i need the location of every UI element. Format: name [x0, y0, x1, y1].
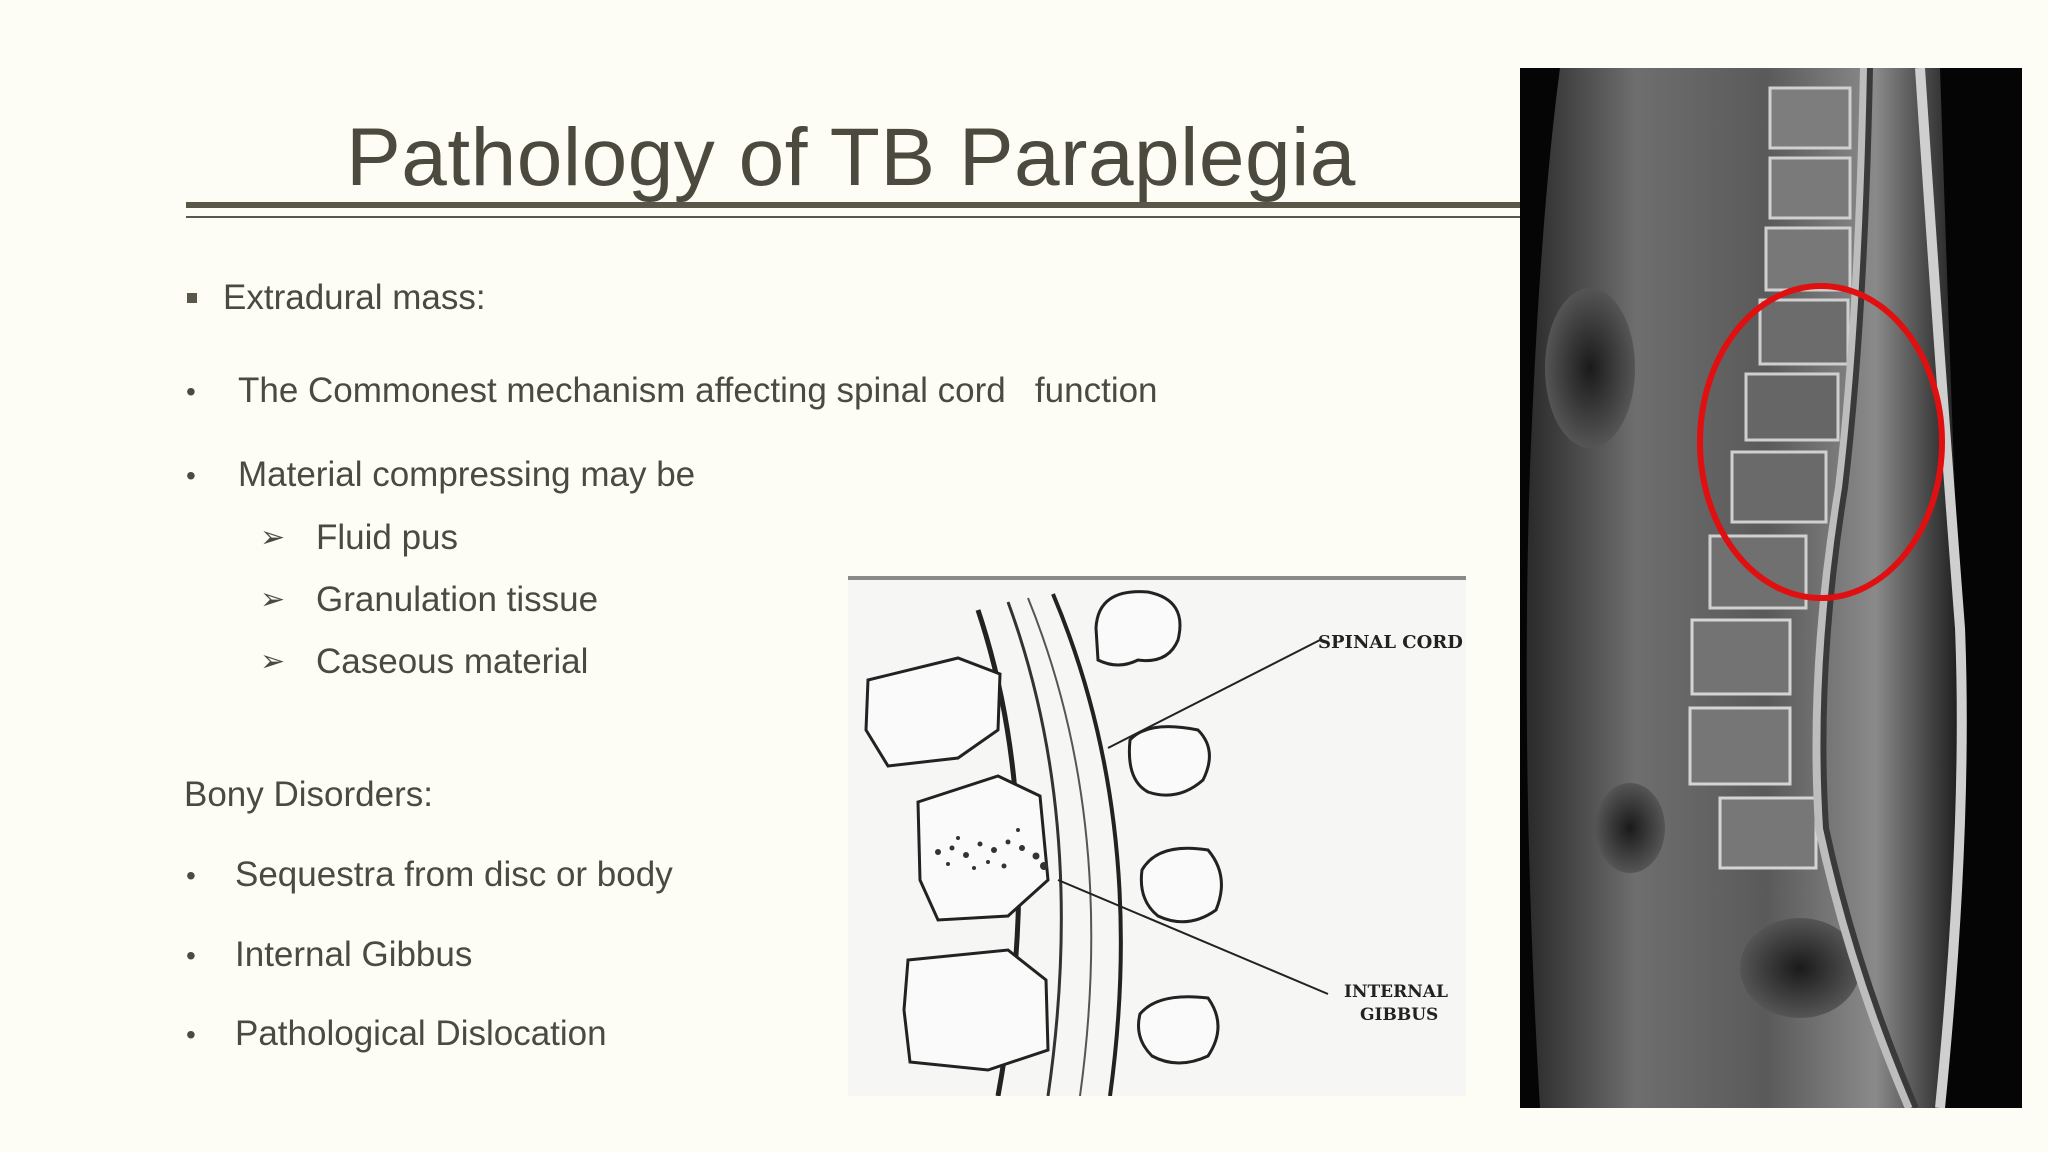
bullet-material-compressing: Material compressing may be: [238, 455, 696, 494]
bullet-commonest-mechanism: The Commonest mechanism affecting spinal…: [238, 371, 1158, 410]
mri-vertebral-column: [1688, 86, 1852, 870]
bullet-dot-icon: •: [186, 376, 196, 407]
label-gibbus: GIBBUS: [1360, 1005, 1438, 1025]
mri-organ-shadow: [1595, 783, 1665, 873]
vertebral-body-3: [902, 948, 1050, 1072]
sub-bullet-caseous-material: Caseous material: [316, 642, 589, 681]
square-bullet-icon: [187, 293, 197, 303]
spinous-process-1: [1094, 590, 1182, 667]
sub-bullet-granulation-tissue: Granulation tissue: [316, 580, 599, 619]
mri-csf-canal: [1812, 68, 1915, 1108]
spine-diagram-drawing: SPINAL CORD INTERNAL GIBBUS: [864, 590, 1463, 1097]
label-internal: INTERNAL: [1344, 982, 1448, 1002]
canal-posterior-wall: [1051, 593, 1123, 1097]
spine-diagram-image: SPINAL CORD INTERNAL GIBBUS: [848, 576, 1466, 1097]
spinous-process-3: [1139, 846, 1223, 924]
arrow-bullet-icon: ➢: [260, 645, 286, 678]
caseous-debris: [935, 828, 1048, 870]
section-heading-extradural: Extradural mass:: [223, 278, 486, 317]
slide-title: Pathology of TB Paraplegia: [346, 112, 1356, 203]
spinous-process-4: [1137, 995, 1220, 1065]
mri-spinal-cord: [1820, 68, 1919, 1108]
mri-organ-shadow: [1545, 288, 1635, 448]
bullet-sequestra: Sequestra from disc or body: [235, 855, 673, 894]
bullet-dot-icon: •: [186, 460, 196, 491]
mri-drawing: [1526, 68, 1967, 1108]
arrow-bullet-icon: ➢: [260, 583, 286, 616]
sub-bullet-fluid-pus: Fluid pus: [316, 518, 459, 557]
bullet-dot-icon: •: [186, 940, 196, 971]
mri-organ-shadow: [1740, 918, 1860, 1018]
mri-subcutaneous-fat: [1915, 68, 1967, 1108]
label-spinal-cord: SPINAL CORD: [1318, 632, 1463, 653]
spinal-cord-center-line: [1027, 597, 1093, 1097]
highlight-ellipse-lesion: [1697, 283, 1945, 601]
title-rule-thin: [186, 216, 1522, 218]
leader-line-internal-gibbus: [1057, 879, 1329, 995]
mri-sagittal-spine-image: [1520, 68, 2022, 1108]
section-heading-bony-disorders: Bony Disorders:: [184, 775, 433, 814]
vertebral-body-1: [864, 656, 1002, 768]
vertebral-body-collapsed: [916, 774, 1050, 922]
bullet-dot-icon: •: [186, 860, 196, 891]
bullet-pathological-dislocation: Pathological Dislocation: [235, 1014, 607, 1053]
arrow-bullet-icon: ➢: [260, 521, 286, 554]
spinal-cord-left-edge: [1006, 601, 1063, 1097]
bullet-internal-gibbus: Internal Gibbus: [235, 935, 473, 974]
bullet-dot-icon: •: [186, 1019, 196, 1050]
leader-line-spinal-cord: [1107, 639, 1321, 749]
spinous-process-2: [1127, 725, 1211, 797]
title-rule-thick: [186, 202, 1522, 208]
